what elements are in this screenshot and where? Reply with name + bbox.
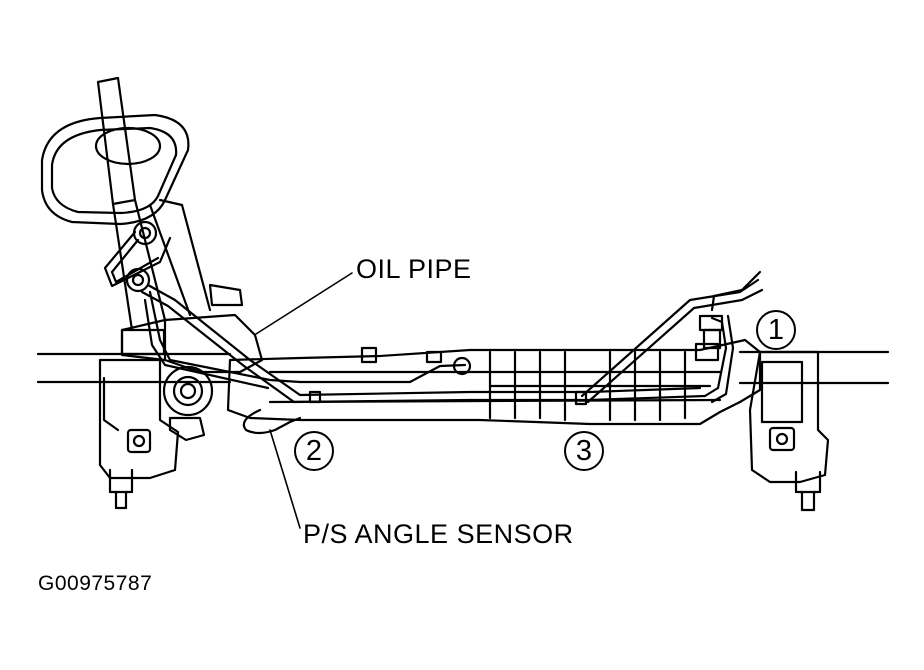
right-mount-bracket xyxy=(748,350,830,512)
steering-shaft-boot xyxy=(40,76,212,332)
angle-sensor-label: P/S ANGLE SENSOR xyxy=(303,519,574,549)
oil-pipes xyxy=(103,220,764,406)
angle-sensor-wire xyxy=(242,408,302,435)
callout-circles xyxy=(294,310,796,471)
callout-1: 1 xyxy=(767,314,785,346)
figure-id: G00975787 xyxy=(38,572,153,595)
oil-pipe-label: OIL PIPE xyxy=(356,254,472,284)
callout-2: 2 xyxy=(305,435,323,467)
leader-lines xyxy=(255,272,353,529)
callout-3: 3 xyxy=(575,435,593,467)
pinion-valve-housing xyxy=(120,283,264,442)
left-mount-bracket xyxy=(98,358,180,510)
